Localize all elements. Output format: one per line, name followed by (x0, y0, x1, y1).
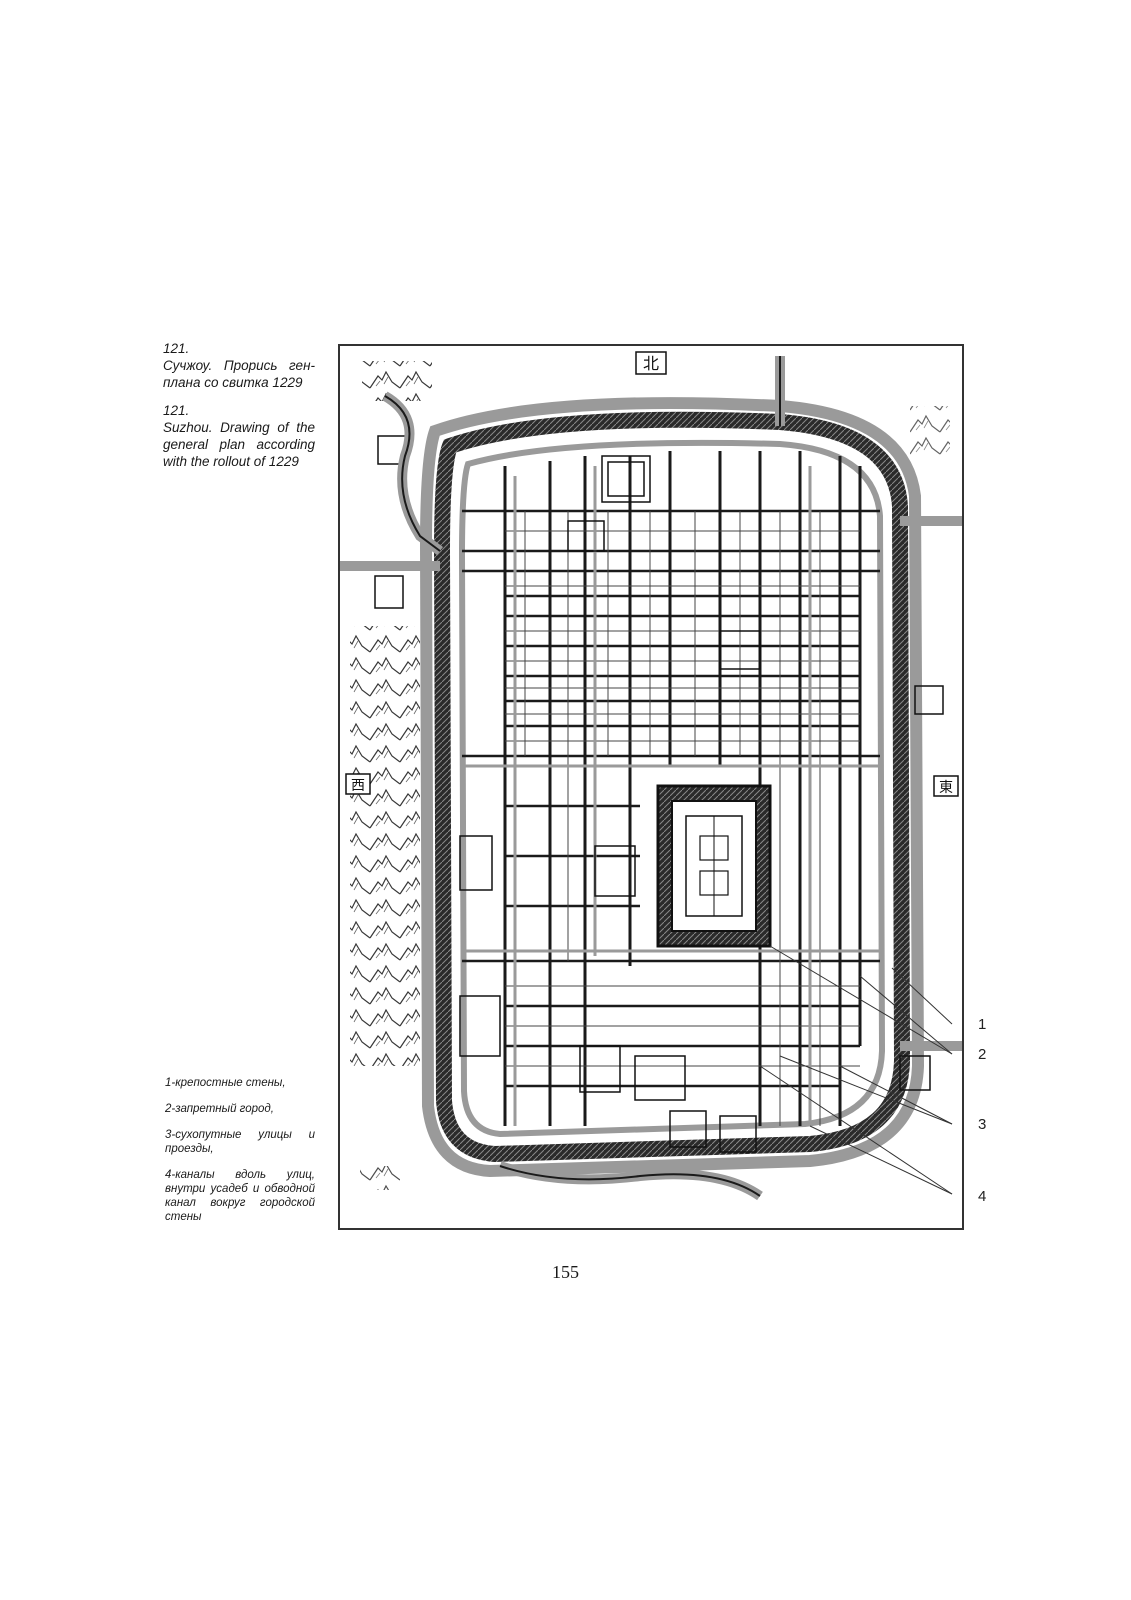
callout-4: 4 (978, 1188, 987, 1205)
city-wall (433, 411, 911, 1163)
east-label: 東 (939, 780, 953, 796)
map-legend: 1-крепостные стены, 2-запретный город, 3… (165, 1076, 315, 1236)
figure-title-en: Suzhou. Drawing of the general plan acco… (163, 420, 315, 469)
figure-number-ru: 121. (163, 341, 190, 356)
legend-item-forbidden-city: 2-запретный город, (165, 1103, 274, 1115)
west-mountains (350, 361, 950, 1190)
direction-labels: 北 西 東 (345, 351, 959, 797)
figure-title-ru: Сучжоу. Прорись ген-плана со свитка 1229 (163, 358, 315, 390)
legend-item-canals: 4-каналы вдоль улиц, внутри усадеб и обв… (165, 1169, 315, 1223)
west-label: 西 (351, 778, 365, 794)
suzhou-city-plan-map: 北 西 東 (338, 344, 964, 1230)
legend-item-streets: 3-сухопутные улицы и проезды, (165, 1129, 315, 1155)
callout-3: 3 (978, 1116, 987, 1133)
figure-caption-en: 121. Suzhou. Drawing of the general plan… (163, 402, 315, 470)
callout-1: 1 (978, 1016, 987, 1033)
callout-2: 2 (978, 1046, 987, 1063)
figure-number-en: 121. (163, 403, 190, 418)
legend-item-walls: 1-крепостные стены, (165, 1077, 286, 1089)
callout-leaders (759, 945, 953, 1195)
north-label: 北 (643, 354, 659, 373)
outer-moat (419, 397, 925, 1178)
forbidden-city (656, 784, 772, 948)
page-number: 155 (552, 1262, 579, 1282)
figure-caption-ru: 121. Сучжоу. Прорись ген-плана со свитка… (163, 340, 315, 391)
